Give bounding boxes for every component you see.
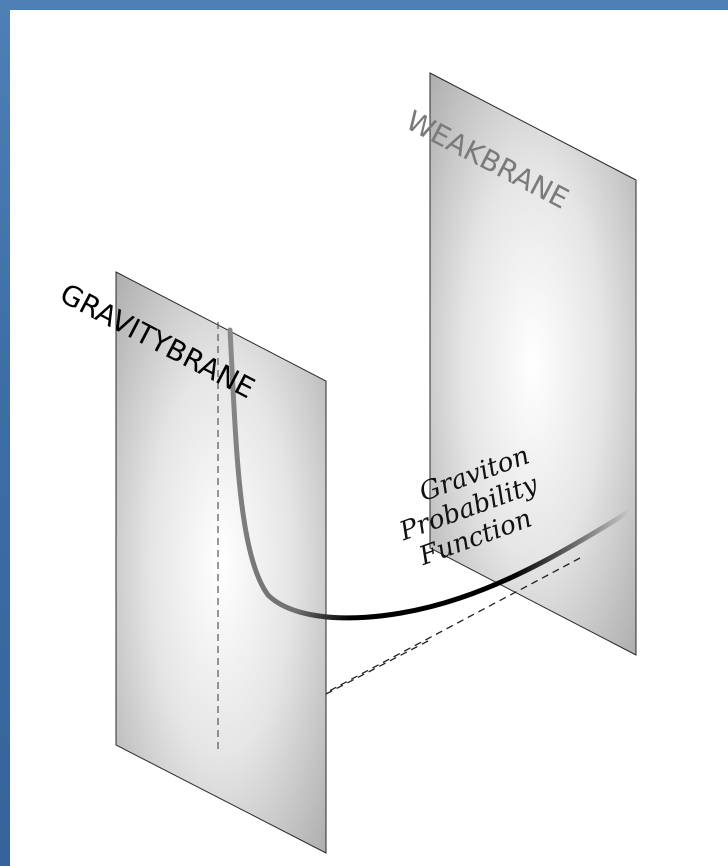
- weak-brane-panel: [429, 72, 637, 656]
- graviton-function-label: Graviton Probability Function: [395, 441, 542, 573]
- graviton-probability-curve: [227, 327, 635, 621]
- bulk-dashed-line-near: [325, 639, 431, 695]
- gravity-brane-panel: [115, 271, 327, 854]
